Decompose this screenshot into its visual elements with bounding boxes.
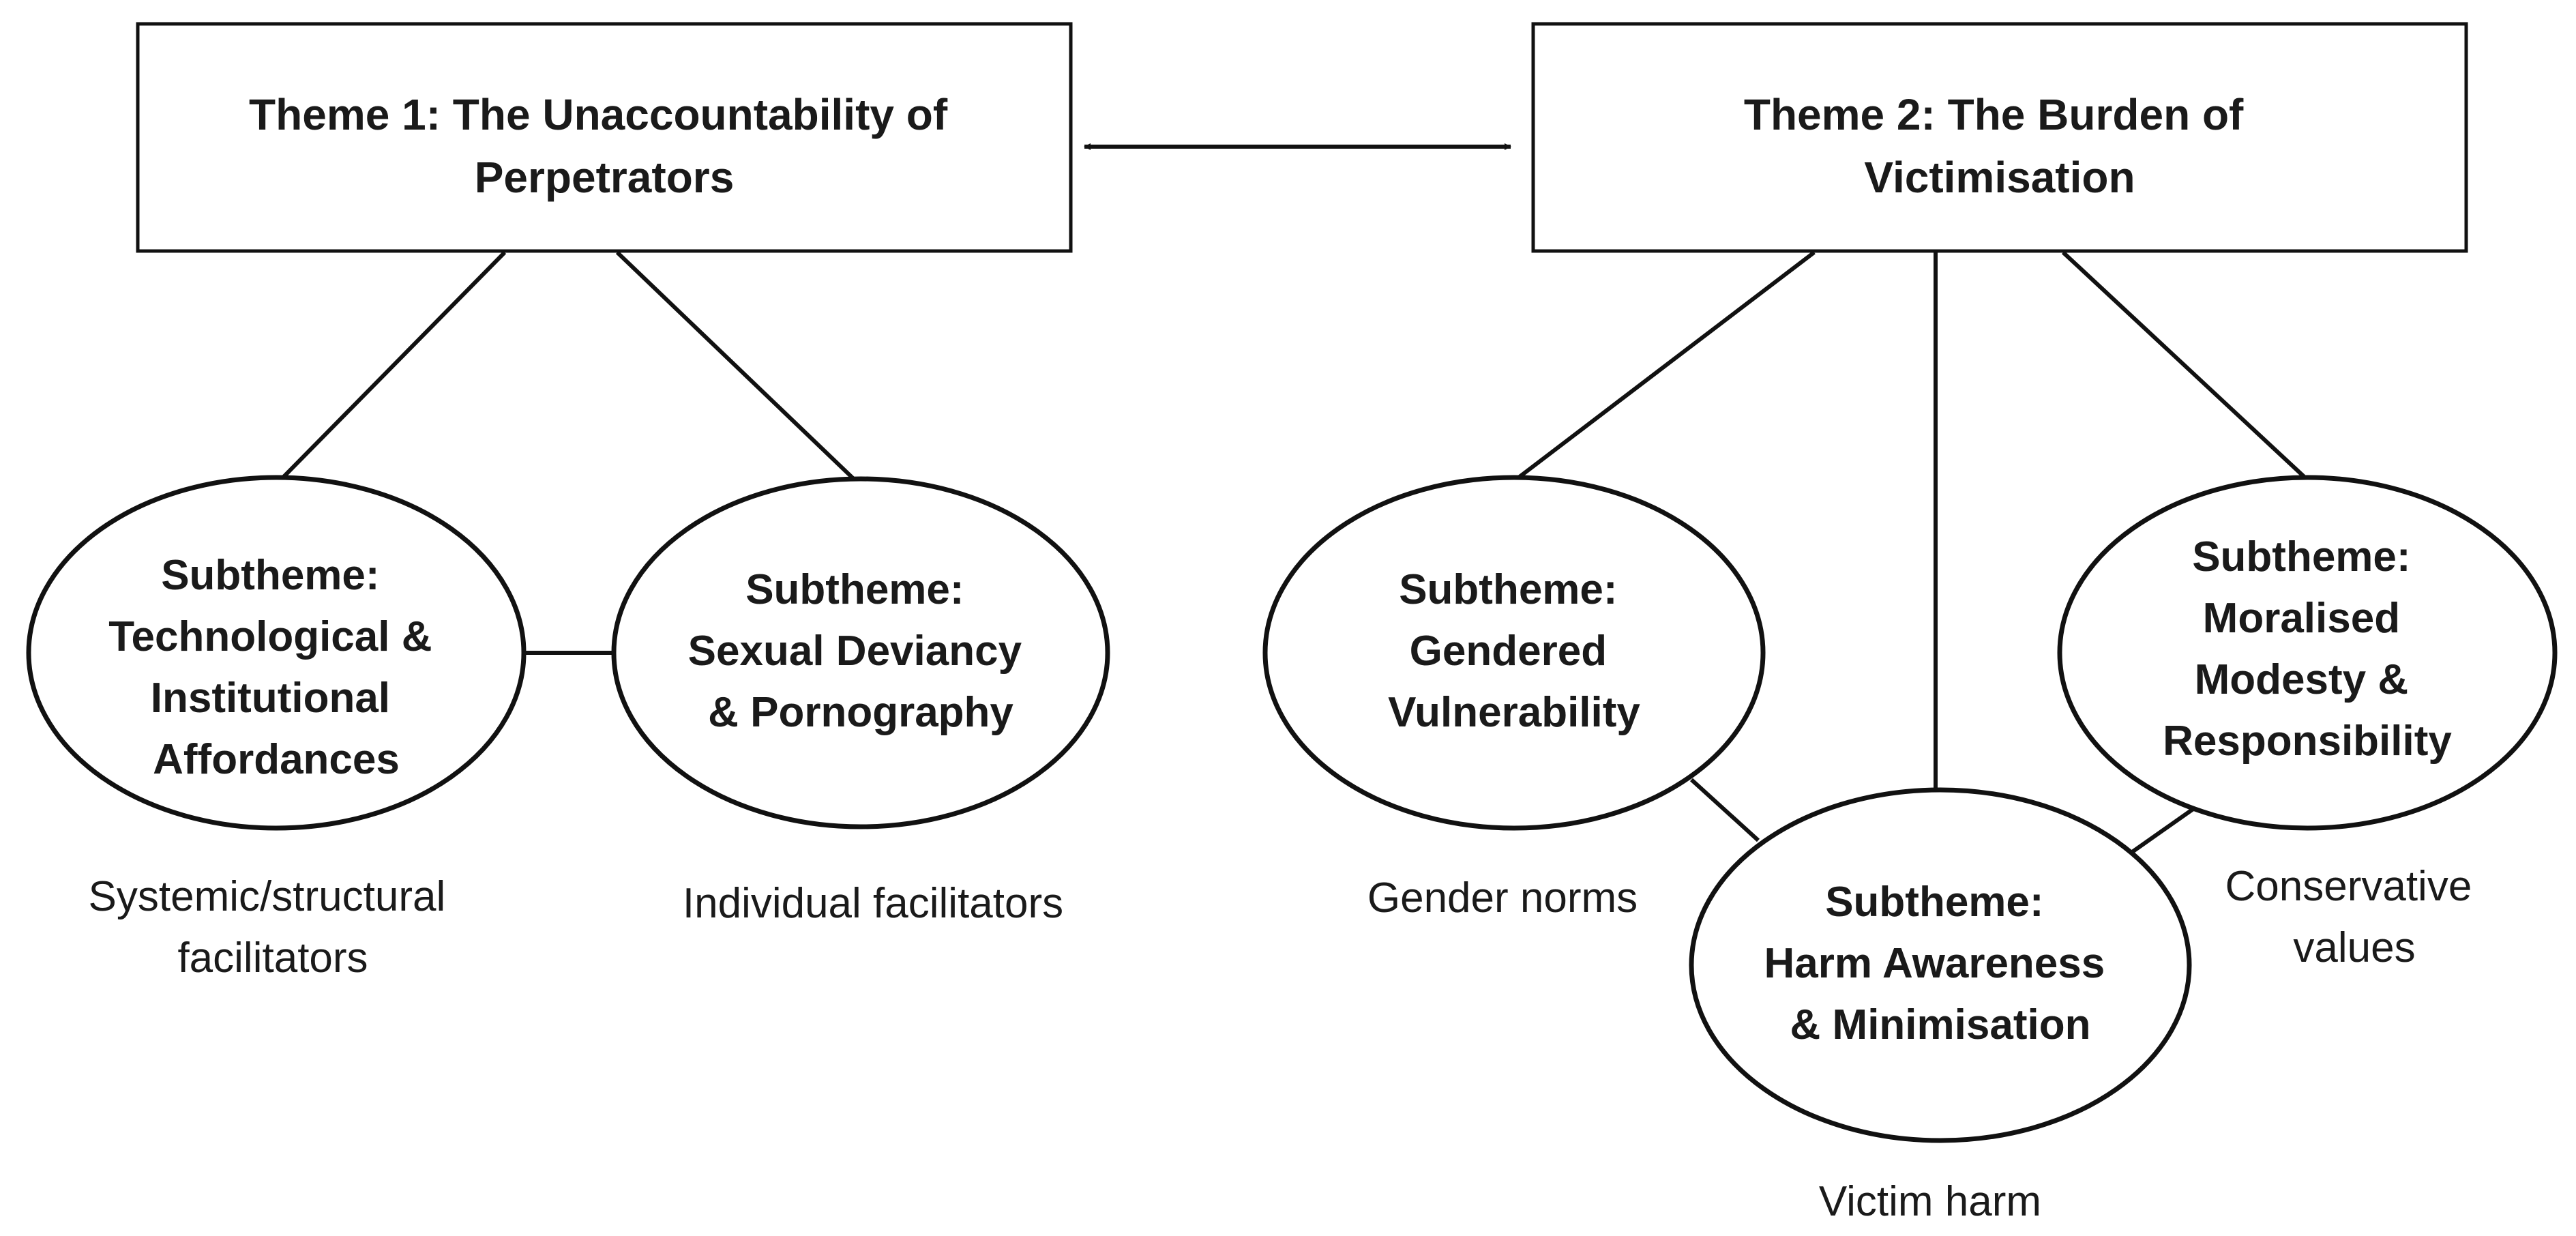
subtheme-gendered-line-1: Subtheme: bbox=[1399, 566, 1617, 613]
connectors bbox=[274, 143, 2311, 856]
caption-gender-norms-line-1: Gender norms bbox=[1367, 874, 1638, 922]
caption-individual: Individual facilitators bbox=[683, 880, 1063, 927]
svg-text:Subtheme: Technological: Subtheme: Technological & Institutional … bbox=[108, 552, 443, 783]
caption-individual-line-1: Individual facilitators bbox=[683, 880, 1063, 927]
svg-text:Subtheme: Harm Awareness: Subtheme: Harm Awareness & Minimisation bbox=[1764, 879, 2117, 1048]
connector-theme1-technological bbox=[274, 250, 507, 486]
connector-theme2-gendered bbox=[1513, 250, 1816, 483]
theme2-title: Theme 2: The Burden of Victimisation bbox=[1744, 90, 2255, 202]
theme1-title-line-1: Theme 1: The Unaccountability of bbox=[249, 90, 948, 139]
caption-victim-harm: Victim harm bbox=[1819, 1178, 2041, 1225]
subtheme-harm-line-1: Subtheme: bbox=[1825, 879, 2043, 926]
subtheme-technological-line-1: Subtheme: bbox=[161, 552, 379, 599]
subtheme-technological-line-2: Technological & bbox=[108, 613, 432, 660]
subtheme-sexual-line-1: Subtheme: bbox=[745, 566, 964, 613]
svg-text:Subtheme: Moralised: Subtheme: Moralised Modesty & Responsibi… bbox=[2163, 533, 2452, 765]
subtheme-moralised-line-3: Modesty & bbox=[2195, 656, 2408, 703]
connector-theme2-moralised bbox=[2061, 250, 2311, 483]
subtheme-moralised-line-4: Responsibility bbox=[2163, 718, 2452, 765]
theme2-title-line-2: Victimisation bbox=[1864, 153, 2135, 202]
theme2-box: Theme 2: The Burden of Victimisation bbox=[1531, 22, 2468, 253]
subtheme-technological-line-4: Affordances bbox=[153, 736, 400, 783]
caption-systemic-line-1: Systemic/structural bbox=[89, 873, 446, 920]
caption-systemic-line-2: facilitators bbox=[177, 935, 368, 982]
connector-moralised-harm bbox=[2128, 805, 2197, 856]
subtheme-harm-line-2: Harm Awareness bbox=[1764, 940, 2105, 987]
subtheme-moralised-line-2: Moralised bbox=[2203, 595, 2400, 642]
subtheme-gendered-line-3: Vulnerability bbox=[1388, 689, 1640, 736]
subtheme-moralised-line-1: Subtheme: bbox=[2192, 533, 2410, 580]
caption-conservative-line-1: Conservative bbox=[2225, 863, 2472, 910]
theme1-title-line-2: Perpetrators bbox=[475, 153, 735, 202]
subtheme-sexual: Subtheme: Sexual Deviancy & Pornography bbox=[611, 476, 1110, 829]
svg-text:Subtheme: Sexual Devianc: Subtheme: Sexual Deviancy & Pornography bbox=[688, 566, 1034, 736]
subtheme-technological-line-3: Institutional bbox=[151, 675, 390, 722]
caption-gender-norms: Gender norms bbox=[1367, 874, 1638, 922]
subtheme-harm-line-3: & Minimisation bbox=[1790, 1001, 2091, 1048]
connector-gendered-harm bbox=[1689, 778, 1760, 842]
connector-theme1-sexual bbox=[615, 250, 861, 486]
subtheme-harm: Subtheme: Harm Awareness & Minimisation bbox=[1689, 787, 2192, 1143]
subtheme-moralised: Subtheme: Moralised Modesty & Responsibi… bbox=[2057, 475, 2558, 831]
theme1-title: Theme 1: The Unaccountability of Perpetr… bbox=[249, 90, 960, 202]
subtheme-technological: Subtheme: Technological & Institutional … bbox=[26, 475, 527, 831]
subtheme-sexual-line-3: & Pornography bbox=[708, 689, 1013, 736]
caption-victim-harm-line-1: Victim harm bbox=[1819, 1178, 2041, 1225]
caption-conservative-line-2: values bbox=[2293, 924, 2415, 971]
subtheme-sexual-line-2: Sexual Deviancy bbox=[688, 628, 1022, 675]
svg-text:Subtheme: Gendered: Subtheme: Gendered Vulnerability bbox=[1388, 566, 1640, 736]
caption-systemic: Systemic/structural facilitators bbox=[89, 873, 458, 982]
subtheme-gendered-line-2: Gendered bbox=[1410, 628, 1607, 675]
theme2-title-line-1: Theme 2: The Burden of bbox=[1744, 90, 2244, 139]
theme1-box: Theme 1: The Unaccountability of Perpetr… bbox=[136, 22, 1073, 253]
subtheme-gendered: Subtheme: Gendered Vulnerability bbox=[1262, 475, 1766, 831]
caption-conservative: Conservative values bbox=[2225, 863, 2483, 971]
